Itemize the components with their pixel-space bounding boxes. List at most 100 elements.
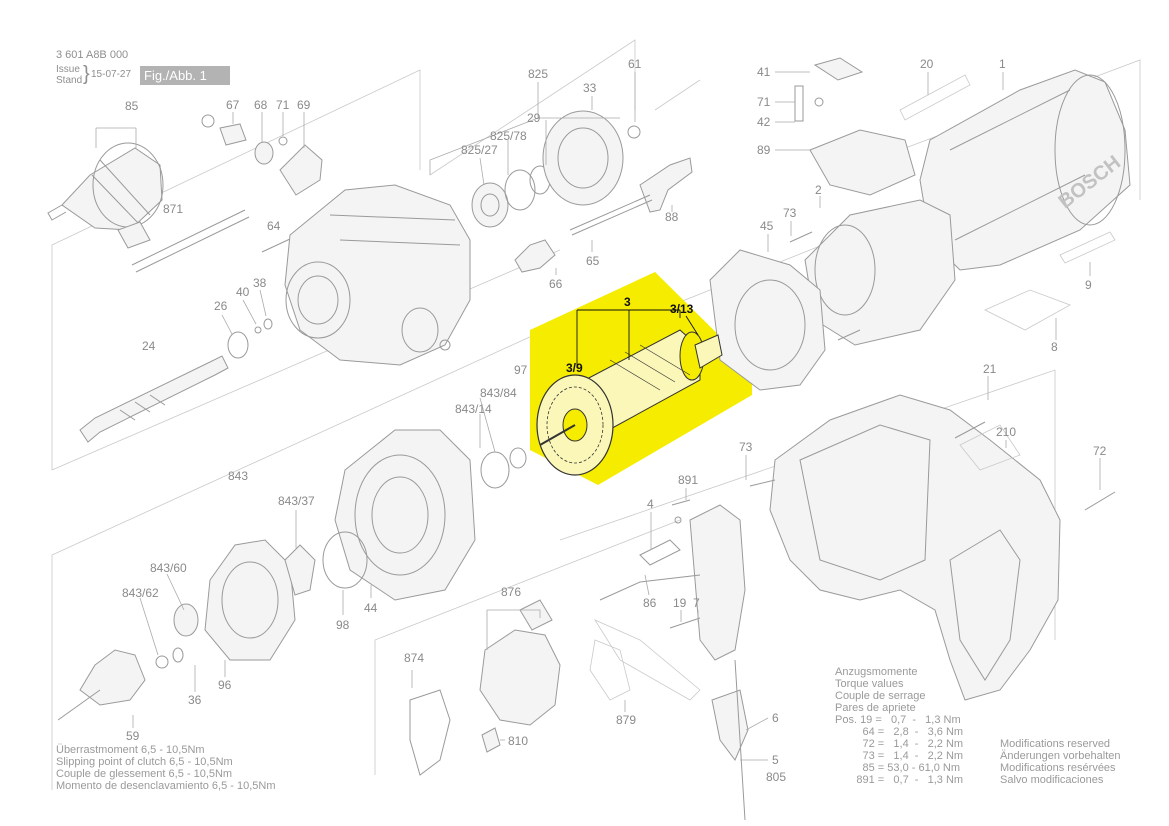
- label-71a: 71: [276, 98, 290, 112]
- torque-row: Pos. 19 = 0,7 - 1,3 Nm: [835, 714, 961, 726]
- torque-title-de: Anzugsmomente: [835, 666, 918, 678]
- label-66: 66: [549, 277, 563, 291]
- label-68: 68: [254, 98, 268, 112]
- label-843-62: 843/62: [122, 586, 159, 600]
- label-843-14: 843/14: [455, 402, 492, 416]
- label-42: 42: [757, 115, 771, 129]
- label-85: 85: [125, 99, 139, 113]
- label-871: 871: [163, 202, 183, 216]
- switch-electronics: [593, 488, 769, 821]
- mod-line-fr: Modifications resérvées: [1000, 762, 1116, 774]
- label-210: 210: [996, 425, 1016, 439]
- label-69: 69: [297, 98, 311, 112]
- label-64a: 64: [267, 219, 281, 233]
- label-810: 810: [508, 734, 528, 748]
- slip-torque-note: Überrastmoment 6,5 - 10,5Nm Slipping poi…: [56, 744, 276, 792]
- stand-label: Stand: [56, 75, 83, 86]
- label-40: 40: [236, 285, 250, 299]
- label-7: 7: [693, 596, 700, 610]
- slip-line-fr: Couple de glessement 6,5 - 10,5Nm: [56, 768, 233, 780]
- label-843-84: 843/84: [480, 386, 517, 400]
- label-19: 19: [673, 596, 687, 610]
- modifications-note: Modifications reserved Änderungen vorbeh…: [1000, 738, 1120, 786]
- torque-row: 891 = 0,7 - 1,3 Nm: [835, 774, 964, 786]
- torque-row: 73 = 1,4 - 2,2 Nm: [835, 750, 964, 762]
- gear-parts-825: [429, 72, 641, 228]
- label-6: 6: [772, 711, 779, 725]
- label-9: 9: [1085, 278, 1092, 292]
- part-number: 3 601 A8B 000: [56, 49, 129, 61]
- label-98: 98: [336, 618, 350, 632]
- drill-chuck: [47, 127, 164, 231]
- label-86: 86: [643, 596, 657, 610]
- label-5: 5: [772, 753, 779, 767]
- label-73b: 73: [739, 440, 753, 454]
- torque-title-en: Torque values: [835, 678, 904, 690]
- label-2: 2: [815, 183, 822, 197]
- label-73a: 73: [783, 206, 797, 220]
- torque-title-fr: Couple de serrage: [835, 690, 926, 702]
- lever-parts: [514, 157, 693, 275]
- slip-line-de: Überrastmoment 6,5 - 10,5Nm: [56, 744, 205, 756]
- figure-label: Fig./Abb. 1: [140, 66, 230, 85]
- label-21: 21: [983, 362, 997, 376]
- mod-line-es: Salvo modificaciones: [1000, 774, 1104, 786]
- slip-line-en: Slipping point of clutch 6,5 - 10,5Nm: [56, 756, 233, 768]
- label-3: 3: [624, 295, 631, 309]
- label-843-60: 843/60: [150, 561, 187, 575]
- label-29: 29: [527, 111, 541, 125]
- label-41: 41: [757, 65, 771, 79]
- label-38: 38: [253, 276, 267, 290]
- label-843: 843: [228, 469, 248, 483]
- label-45: 45: [760, 219, 774, 233]
- label-876: 876: [501, 585, 521, 599]
- label-96: 96: [218, 678, 232, 692]
- issue-label: Issue: [56, 64, 80, 75]
- label-8: 8: [1051, 340, 1058, 354]
- label-71b: 71: [757, 95, 771, 109]
- mod-line-en: Modifications reserved: [1000, 738, 1111, 750]
- brace: }: [83, 63, 90, 85]
- rotor-armature: [536, 309, 723, 476]
- label-4: 4: [647, 497, 654, 511]
- torque-row: 85 = 53,0 - 61,0 Nm: [835, 762, 961, 774]
- label-891: 891: [678, 473, 698, 487]
- label-879: 879: [616, 713, 636, 727]
- label-20: 20: [920, 57, 934, 71]
- stator-and-fan-housing: [709, 196, 1116, 391]
- label-24: 24: [142, 339, 156, 353]
- label-26: 26: [214, 299, 228, 313]
- label-59: 59: [126, 729, 140, 743]
- mod-line-de: Änderungen vorbehalten: [1000, 750, 1121, 762]
- label-36: 36: [188, 693, 202, 707]
- spindle-assembly: [79, 289, 273, 443]
- label-825-78: 825/78: [490, 129, 527, 143]
- small-parts-top-left: [201, 112, 323, 196]
- label-3-13: 3/13: [670, 302, 694, 316]
- label-65: 65: [586, 254, 600, 268]
- label-805: 805: [766, 770, 786, 784]
- gear-cover-843: [57, 397, 527, 728]
- torque-row: 64 = 2,8 - 3,6 Nm: [835, 726, 964, 738]
- handle-housing: [745, 376, 1116, 701]
- label-843-37: 843/37: [278, 494, 315, 508]
- torque-table: Anzugsmomente Torque values Couple de se…: [835, 666, 963, 786]
- brush-holder-group: [409, 599, 631, 776]
- label-874: 874: [404, 651, 424, 665]
- issue-date: 15-07-27: [91, 69, 132, 80]
- label-72: 72: [1093, 444, 1107, 458]
- label-61: 61: [628, 57, 642, 71]
- label-1: 1: [999, 57, 1006, 71]
- label-88: 88: [665, 210, 679, 224]
- label-97: 97: [514, 363, 528, 377]
- torque-row: 72 = 1,4 - 2,2 Nm: [835, 738, 964, 750]
- label-67: 67: [226, 98, 240, 112]
- label-825-27: 825/27: [461, 143, 498, 157]
- label-44: 44: [364, 601, 378, 615]
- label-3-9: 3/9: [566, 361, 583, 375]
- label-33: 33: [583, 81, 597, 95]
- chuck-key: [117, 209, 250, 273]
- label-89: 89: [757, 143, 771, 157]
